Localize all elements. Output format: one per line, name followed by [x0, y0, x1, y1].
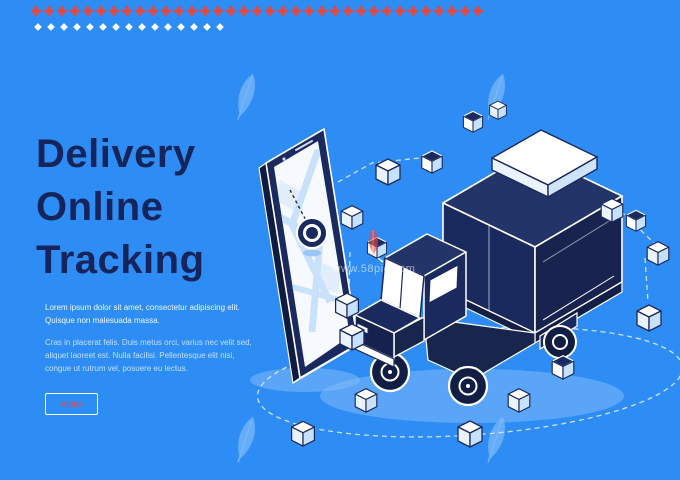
title-line-2: Online: [36, 184, 164, 229]
truck-front-wheel-left: [369, 351, 411, 393]
watermark: www.58pic.com: [326, 226, 422, 275]
truck-roof-panel: [490, 129, 599, 199]
plus-icon-row: [31, 6, 483, 16]
map-screen: [274, 148, 347, 333]
title-line-1: Delivery: [36, 132, 196, 176]
diamond-icon-row: [34, 23, 224, 31]
detail-paragraph: Cras in placerat felis. Duis metus orci,…: [45, 337, 252, 373]
truck-illustration: [353, 129, 623, 407]
truck-cab: [353, 233, 467, 368]
intro-paragraph: Lorem ipsum dolor sit amet, consectetur …: [45, 303, 240, 326]
more-button[interactable]: more: [45, 393, 98, 416]
phone-speaker-icon: [282, 140, 313, 161]
location-pin-icon: [296, 217, 328, 249]
ground-shadows: [250, 368, 624, 423]
truck-rear-wheel: [543, 325, 577, 359]
truck-front-wheel-right: [447, 365, 489, 407]
page-title: Delivery Online Tracking: [36, 128, 260, 286]
watermark-site-text: www.58pic.com: [332, 263, 416, 275]
title-line-3: Tracking: [36, 237, 205, 282]
dashed-route: [256, 157, 680, 438]
smartphone-illustration: [258, 128, 359, 384]
text-block: Delivery Online Tracking Lorem ipsum dol…: [36, 128, 260, 416]
watermark-logo-feather-icon: [368, 228, 378, 255]
feather-icon-watermarks: [230, 71, 511, 466]
package-boxes: [290, 100, 670, 448]
